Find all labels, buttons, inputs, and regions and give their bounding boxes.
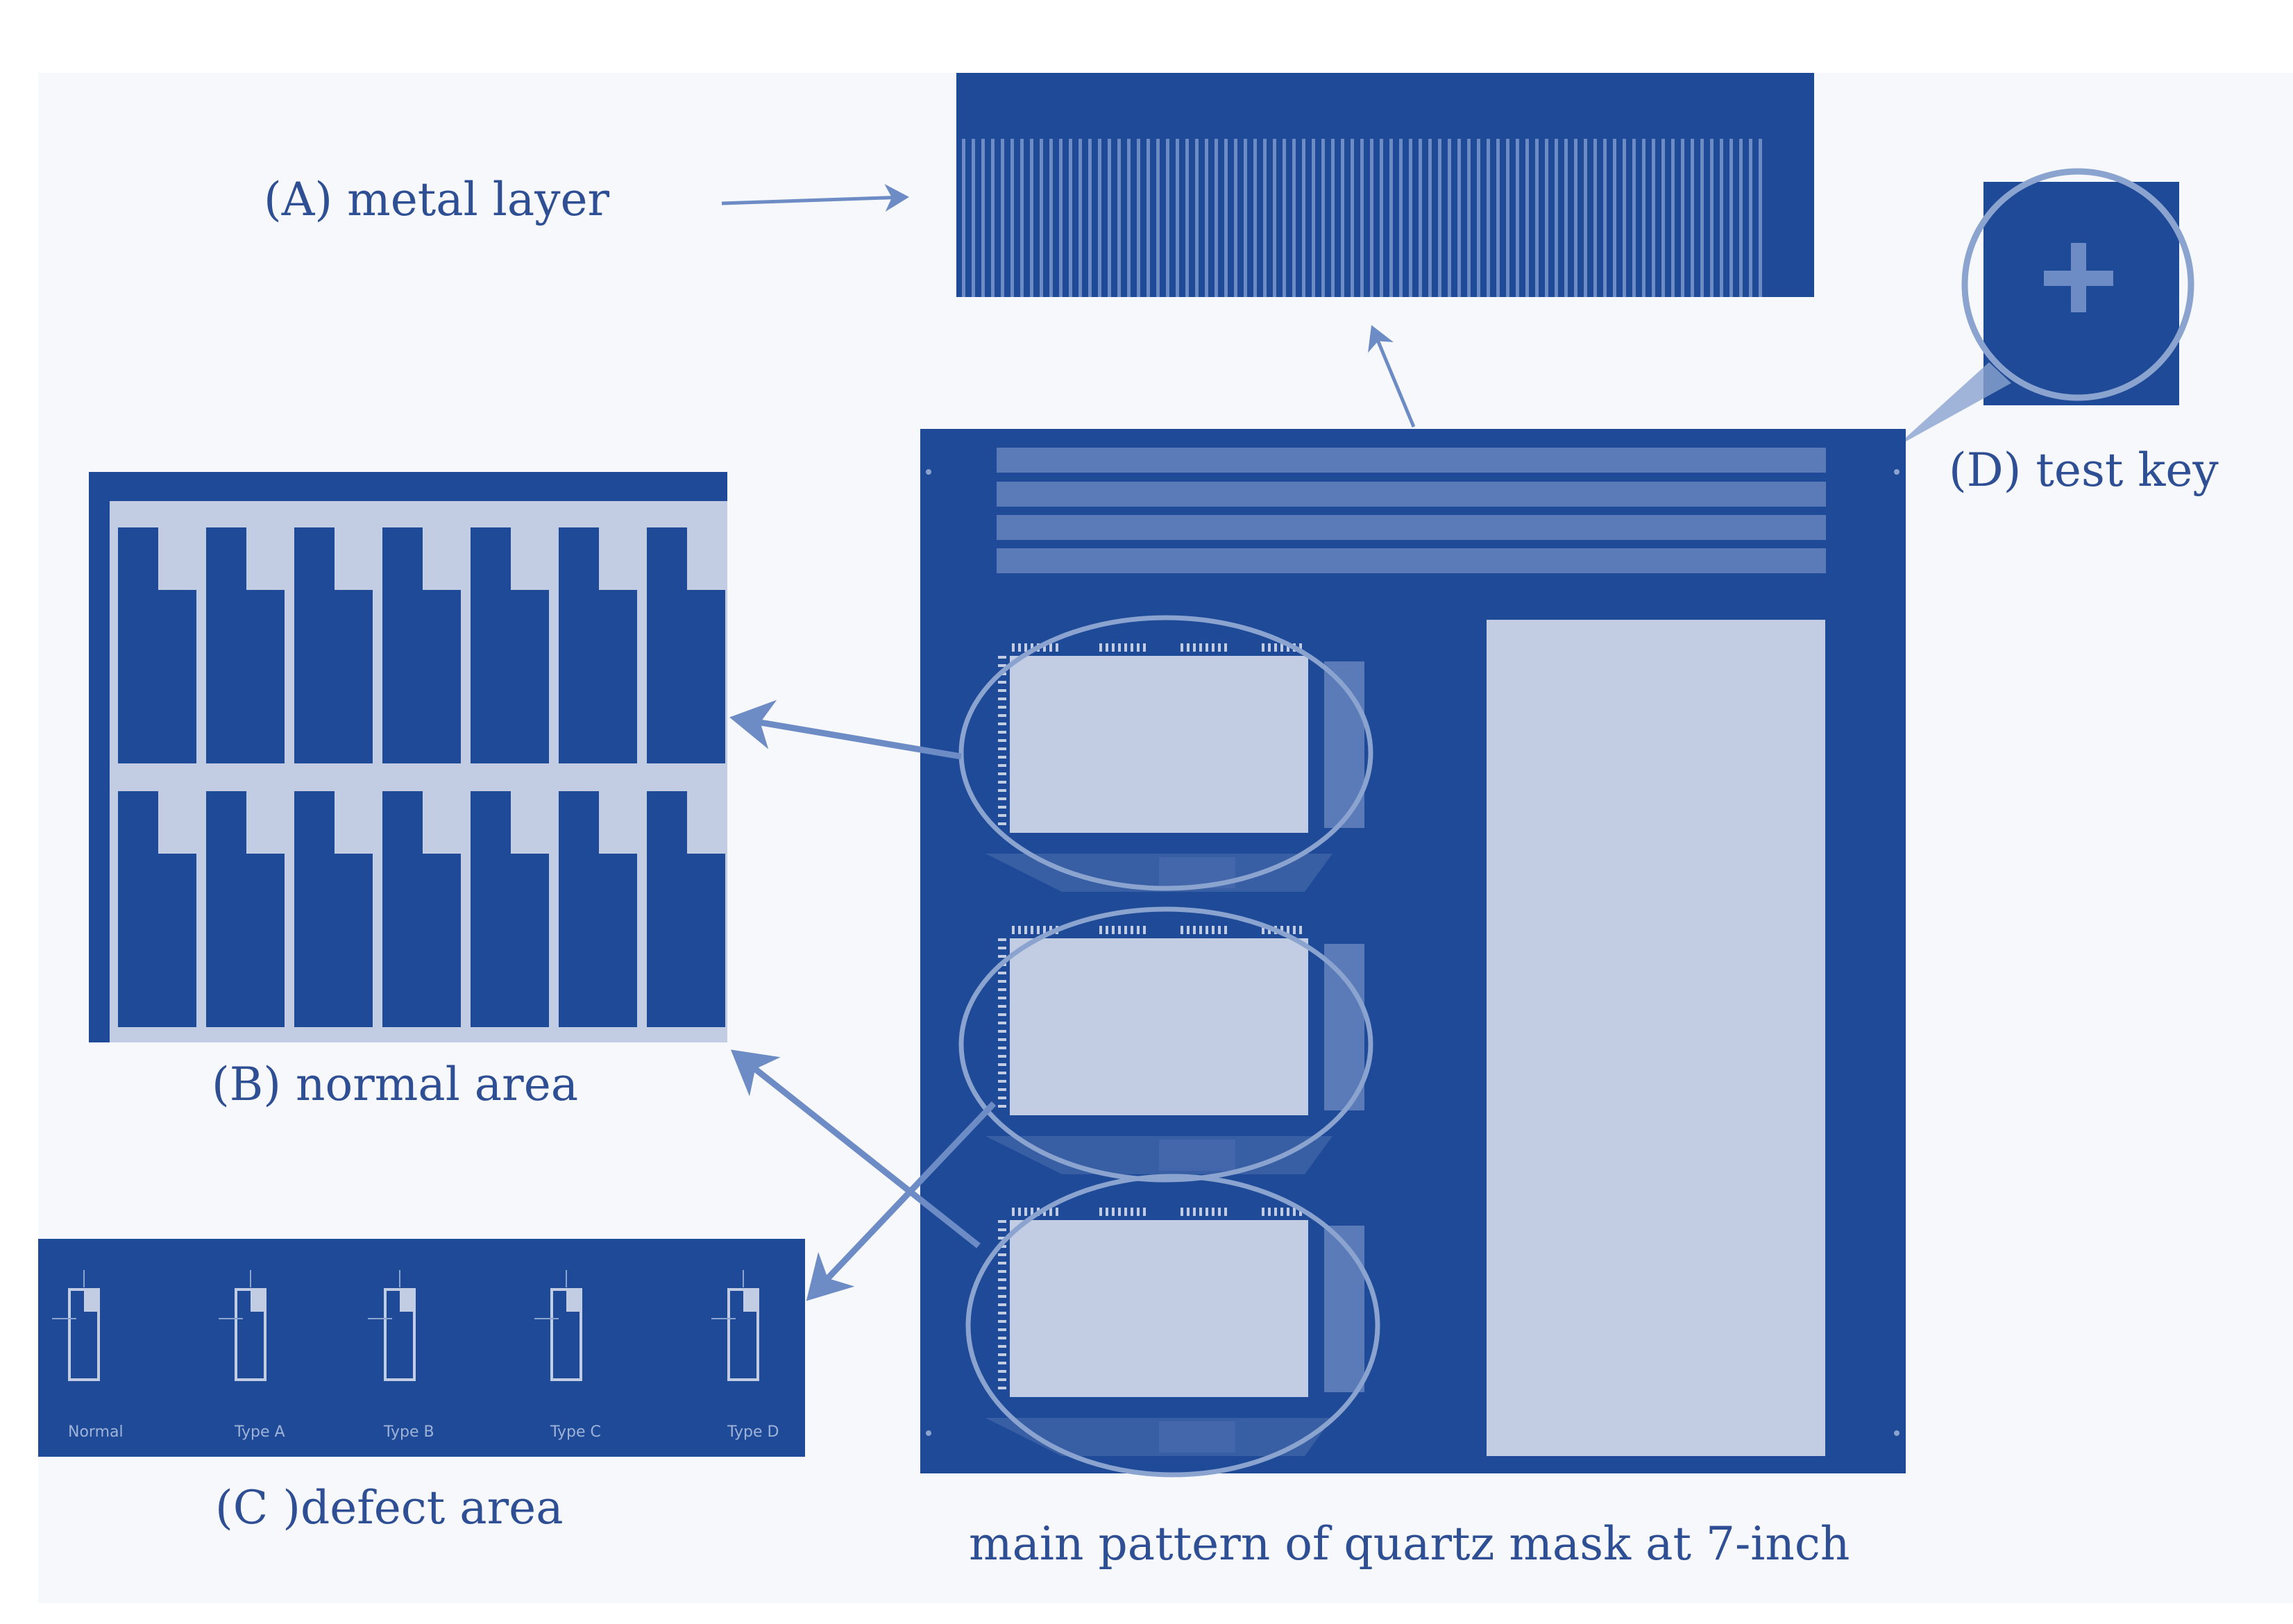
main-right-pale-area xyxy=(1487,620,1825,1456)
connector-arrows xyxy=(721,184,1416,1301)
label-test-key: (D) test key xyxy=(1949,443,2219,497)
defect-type-label: Type A xyxy=(234,1423,285,1441)
arrow-main-to-metal xyxy=(1368,325,1416,428)
defect-cell: Type B xyxy=(368,1270,434,1441)
label-normal-area: (B) normal area xyxy=(212,1058,578,1111)
defect-cell: Normal xyxy=(52,1270,124,1441)
test-key-callout-tail xyxy=(1895,362,2011,448)
panel-block-3 xyxy=(965,1174,1380,1478)
metal-layer-stripes xyxy=(962,139,1762,297)
defect-type-label: Type D xyxy=(727,1423,779,1441)
panel-blocks xyxy=(958,615,1380,1478)
main-mask-pattern xyxy=(920,429,1906,1478)
defect-type-label: Normal xyxy=(68,1423,124,1441)
defect-cell: Type D xyxy=(711,1270,779,1441)
metal-layer-panel xyxy=(956,73,1814,297)
defect-area-cells: Normal Type A Type B Type C Type D xyxy=(52,1270,779,1441)
test-key-panel xyxy=(1895,168,2194,448)
defect-type-label: Type C xyxy=(550,1423,601,1441)
panel-block-2 xyxy=(958,906,1373,1183)
label-main-pattern: main pattern of quartz mask at 7-inch xyxy=(969,1517,1850,1571)
arrow-to-normal-area-2 xyxy=(730,1049,981,1249)
label-metal-layer: (A) metal layer xyxy=(264,173,610,226)
arrow-to-metal-layer xyxy=(721,184,909,212)
defect-area-panel: Normal Type A Type B Type C Type D xyxy=(38,1239,805,1457)
normal-area-cells xyxy=(118,527,725,1027)
arrow-to-defect-area xyxy=(806,1101,997,1301)
defect-cell: Type C xyxy=(534,1270,601,1441)
defect-type-label: Type B xyxy=(383,1423,434,1441)
defect-cell: Type A xyxy=(219,1270,285,1441)
normal-area-panel xyxy=(89,472,727,1042)
arrow-to-normal-area-1 xyxy=(729,700,962,760)
test-key-zoom-circle xyxy=(1961,168,2194,401)
label-defect-area: (C )defect area xyxy=(215,1481,564,1534)
plus-cross-icon xyxy=(2044,243,2113,312)
panel-block-1 xyxy=(958,615,1373,892)
